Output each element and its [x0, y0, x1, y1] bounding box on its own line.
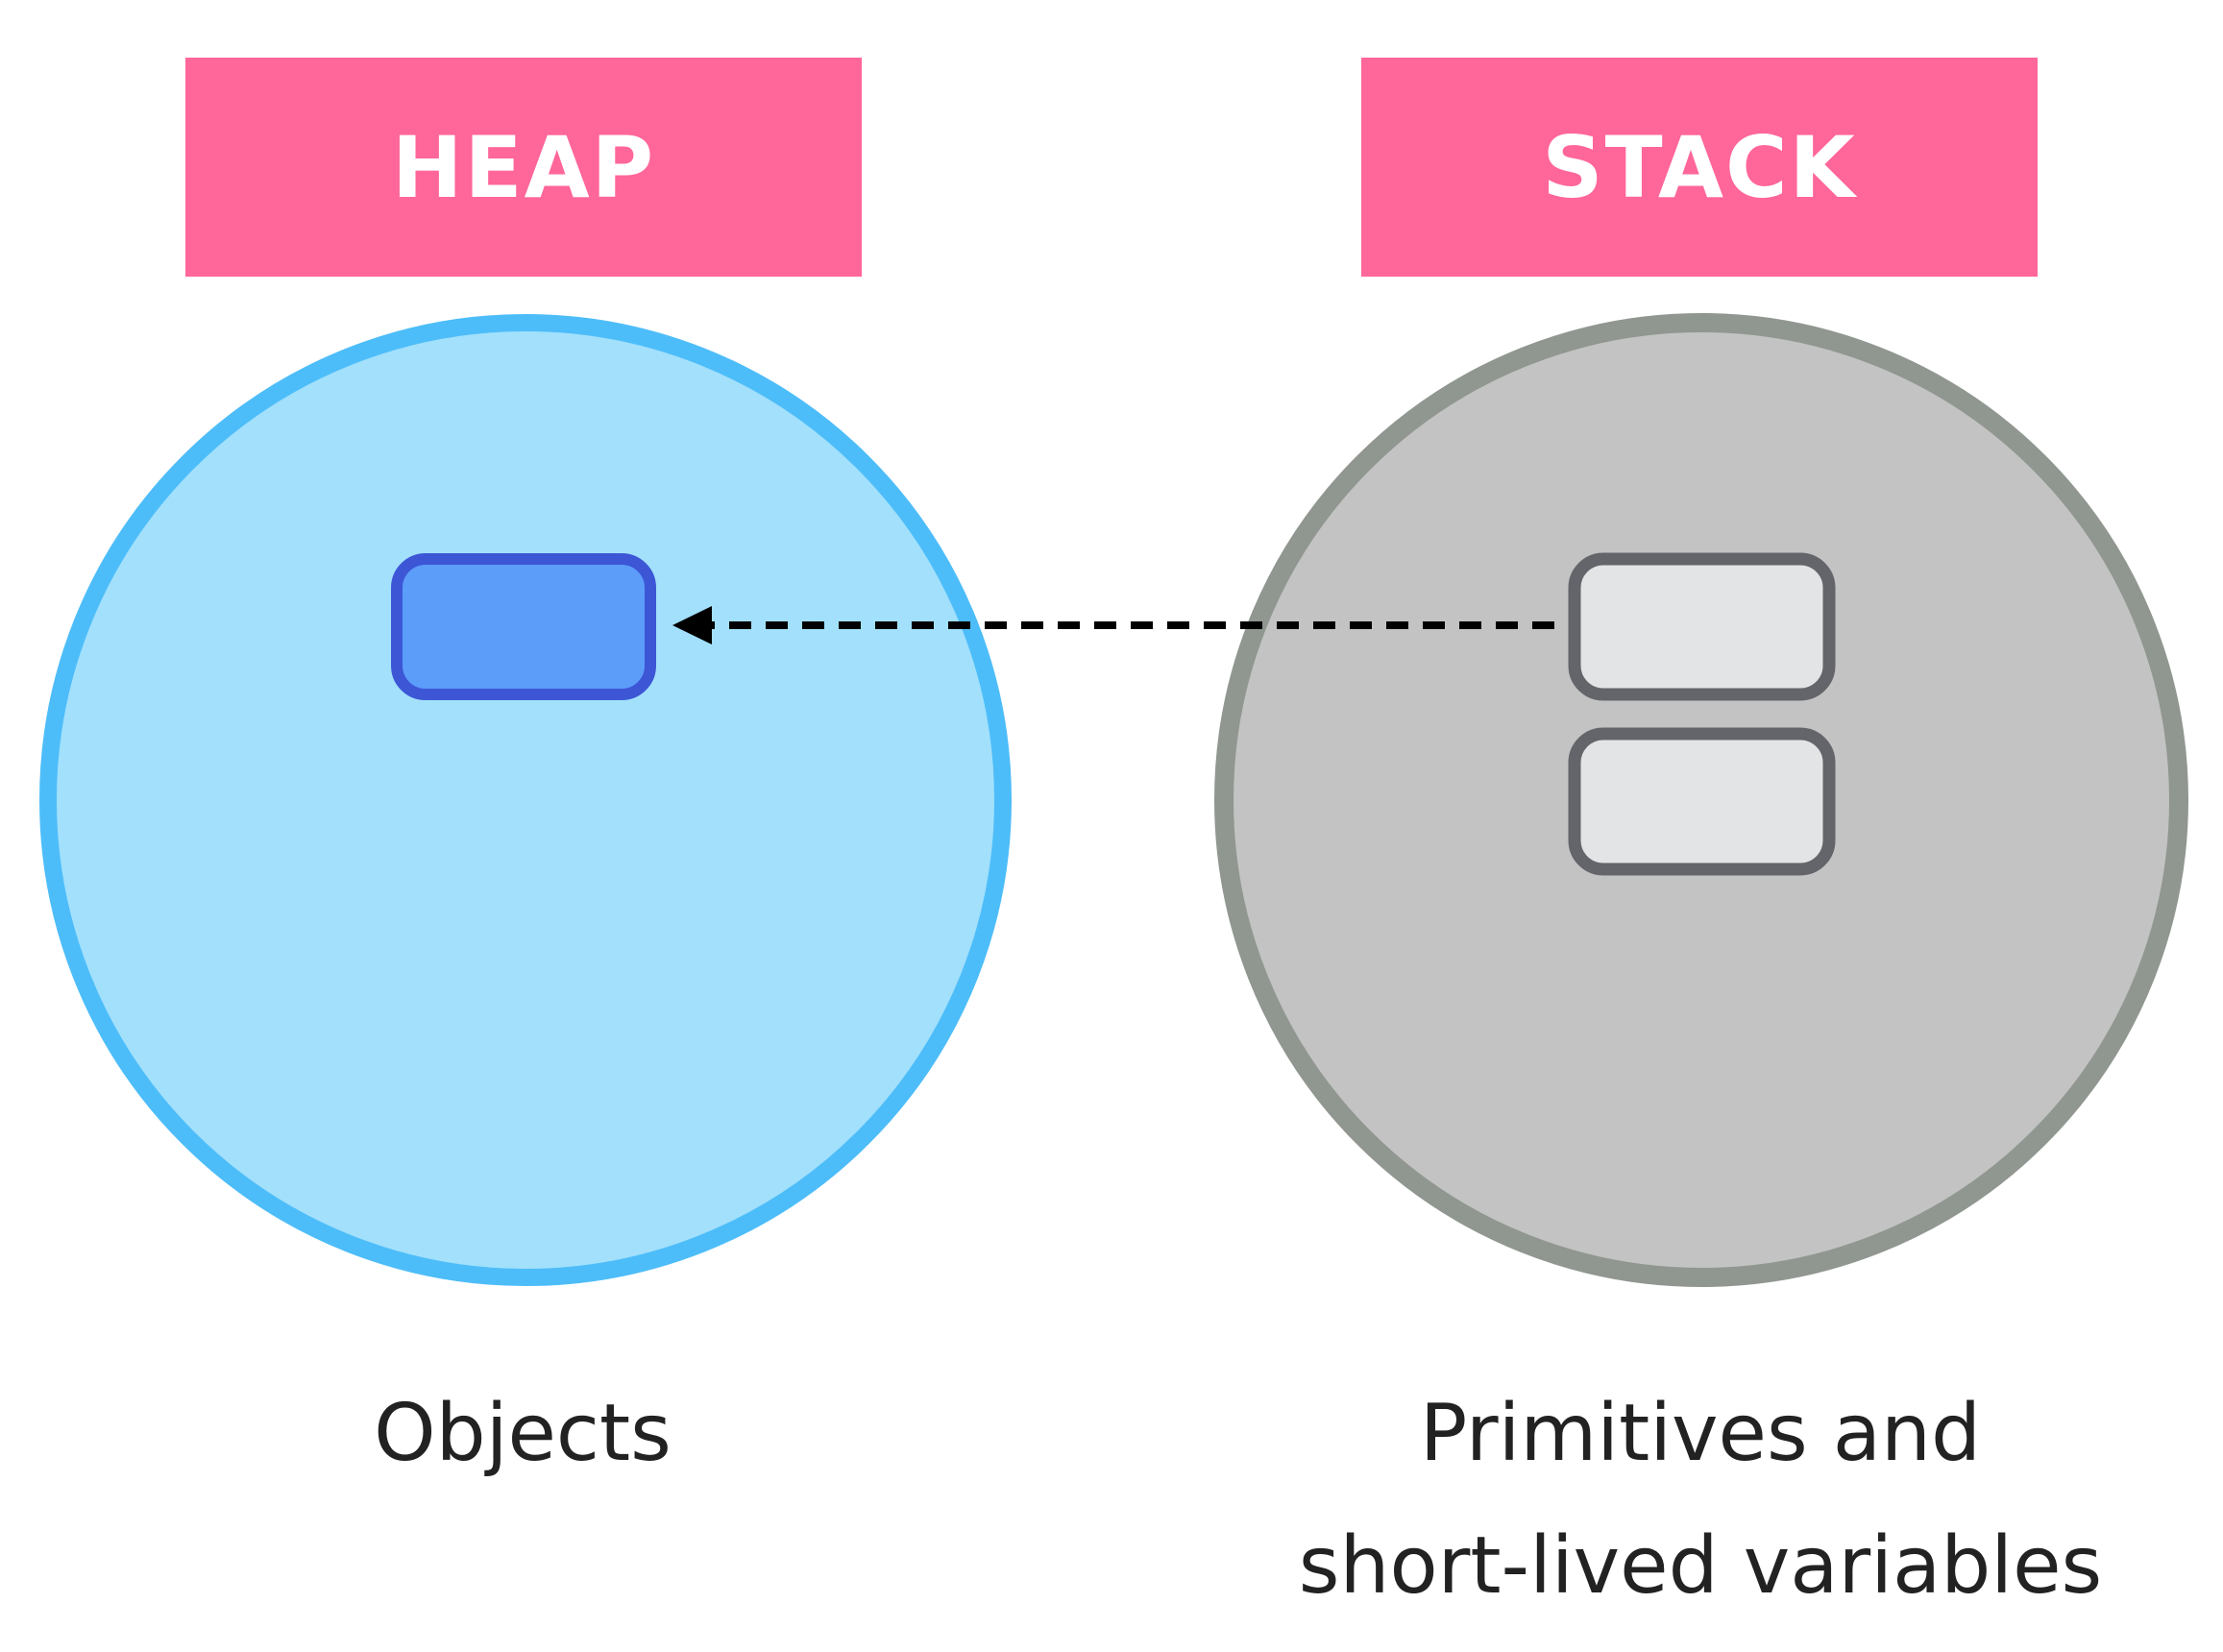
stack-caption-line1: Primitives and: [1419, 1388, 1982, 1479]
stack-caption-line2: short-lived variables: [1298, 1520, 2103, 1612]
stack-title: STACK: [1542, 117, 1857, 217]
heap-label: HEAP: [185, 58, 862, 277]
stack-slot: [1568, 727, 1836, 876]
heap-caption: Objects: [374, 1388, 672, 1479]
reference-arrow-head: [672, 606, 712, 644]
stack-label: STACK: [1361, 58, 2038, 277]
stack-caption: Primitives and short-lived variables: [1172, 1368, 2223, 1633]
heap-object: [391, 553, 656, 700]
heap-circle: [39, 314, 1012, 1286]
heap-title: HEAP: [391, 117, 656, 217]
stack-slot: [1568, 552, 1836, 701]
